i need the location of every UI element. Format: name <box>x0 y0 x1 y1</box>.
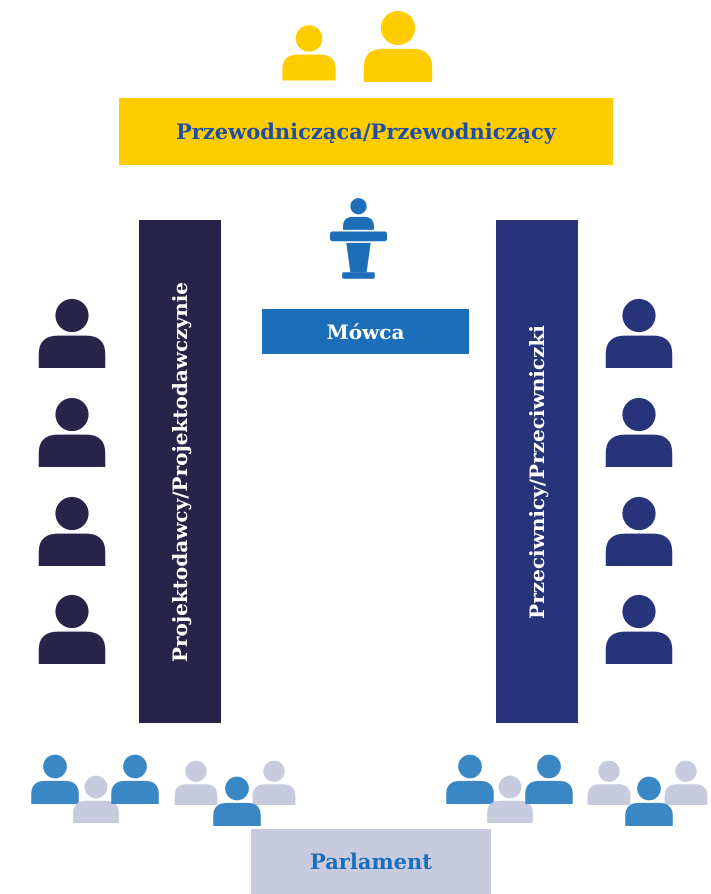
chair-box: Przewodnicząca/Przewodniczący <box>119 98 613 165</box>
chair-label: Przewodnicząca/Przewodniczący <box>176 119 556 144</box>
audience-person-icon <box>522 754 576 804</box>
speaker-box: Mówca <box>262 309 469 354</box>
parliament-label: Parlament <box>309 849 433 874</box>
opponent-person-icon <box>604 594 674 664</box>
opponent-person-icon <box>604 496 674 566</box>
opponent-person-icon <box>604 397 674 467</box>
opponents-label: Przeciwnicy/Przeciwniczki <box>525 324 550 619</box>
proposer-person-icon <box>37 298 107 368</box>
opponent-person-icon <box>604 298 674 368</box>
chair-person-icon <box>281 24 337 81</box>
speaker-podium-icon <box>330 188 387 288</box>
audience-person-icon <box>108 754 162 804</box>
proposers-column: Projektodawcy/Projektodawczynie <box>139 220 221 723</box>
opponents-column: Przeciwnicy/Przeciwniczki <box>496 220 578 723</box>
chair-person-icon <box>358 10 438 82</box>
audience-person-icon <box>622 776 676 826</box>
proposer-person-icon <box>37 397 107 467</box>
audience-person-icon <box>210 776 264 826</box>
proposers-label: Projektodawcy/Projektodawczynie <box>168 281 193 662</box>
parliament-box: Parlament <box>251 829 491 894</box>
proposer-person-icon <box>37 594 107 664</box>
speaker-label: Mówca <box>326 319 405 344</box>
proposer-person-icon <box>37 496 107 566</box>
